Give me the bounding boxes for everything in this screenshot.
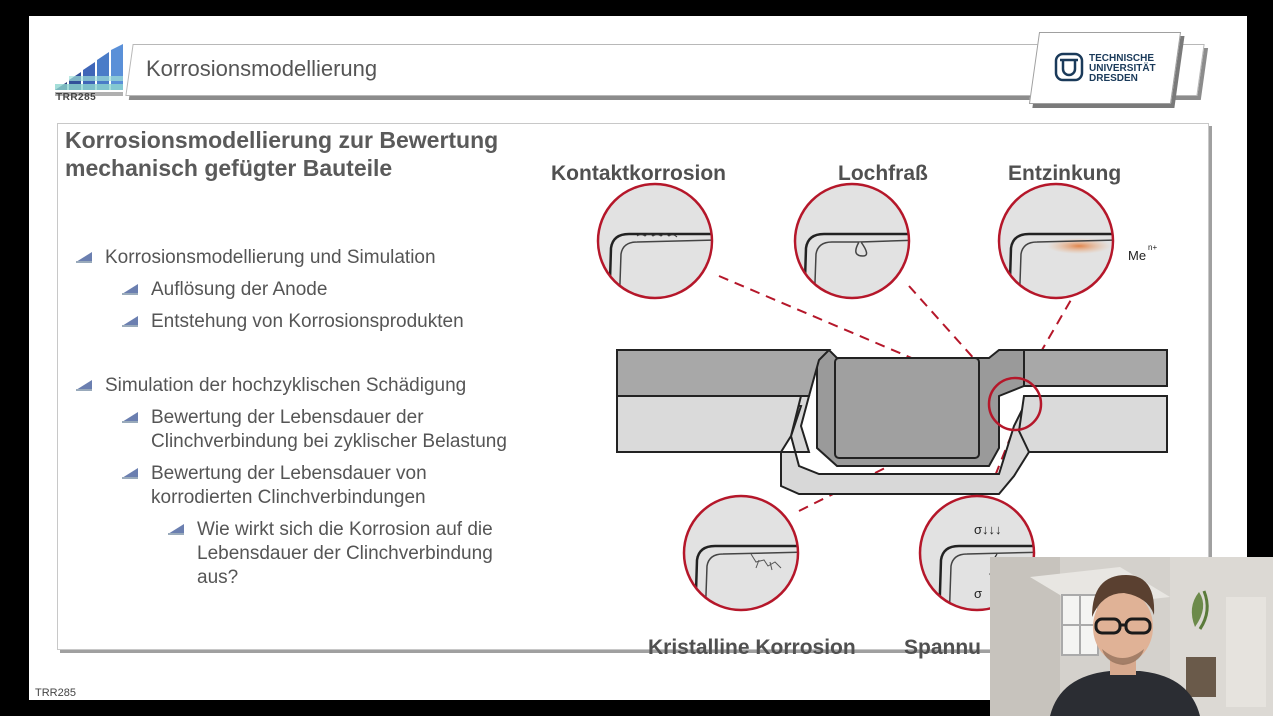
page-title: Korrosionsmodellierung <box>146 56 378 81</box>
bullet-icon <box>76 252 92 263</box>
label-crystalline-corrosion: Kristalline Korrosion <box>648 636 856 659</box>
label-stress-corrosion: Spannu <box>904 636 981 659</box>
clinch-joint-illustration: Me n+ σ↓↓↓ σ <box>596 182 1168 612</box>
webcam-person-image <box>990 557 1273 716</box>
bullet-item: Bewertung der Lebensdauer der Clinchverb… <box>151 407 507 452</box>
bullet-item: Korrosionsmodellierung und Simulation <box>105 247 436 268</box>
university-name: TECHNISCHE UNIVERSITÄT DRESDEN <box>1089 53 1156 84</box>
footer-text: TRR285 <box>35 687 76 699</box>
webcam-overlay <box>990 557 1273 716</box>
trr285-logo-icon <box>55 44 123 96</box>
label-contact-corrosion: Kontaktkorrosion <box>551 162 727 185</box>
bullet-icon <box>168 524 184 535</box>
label-pitting: Lochfraß <box>838 162 928 185</box>
bullet-item: Simulation der hochzyklischen Schädigung <box>105 375 467 396</box>
bullet-item: Wie wirkt sich die Korrosion auf die Leb… <box>197 519 493 588</box>
content-heading: Korrosionsmodellierung zur Bewertung mec… <box>65 127 499 181</box>
corrosion-diagram: Me n+ σ↓↓↓ σ Kontaktkorrosion Lochf <box>519 136 1219 659</box>
slide: TRR285 Korrosionsmodellierung TECHNISCHE… <box>29 16 1247 700</box>
bullet-item: Entstehung von Korrosionsprodukten <box>151 311 464 332</box>
label-dezincification: Entzinkung <box>1008 162 1122 185</box>
tu-dresden-logo-icon <box>1054 52 1084 82</box>
dezinc-superscript: n+ <box>1148 243 1157 252</box>
stress-symbol-lower: σ <box>974 586 982 601</box>
bullet-icon <box>122 316 138 327</box>
bullet-icon <box>76 380 92 391</box>
bullet-item: Bewertung der Lebensdauer von korrodiert… <box>151 463 427 508</box>
stress-symbol: σ↓↓↓ <box>974 522 1002 537</box>
trr285-logo-text: TRR285 <box>56 92 97 103</box>
bullet-icon <box>122 412 138 423</box>
dezinc-symbol: Me <box>1128 248 1146 263</box>
bullet-icon <box>122 284 138 295</box>
bullet-icon <box>122 468 138 479</box>
bullet-item: Auflösung der Anode <box>151 279 328 300</box>
